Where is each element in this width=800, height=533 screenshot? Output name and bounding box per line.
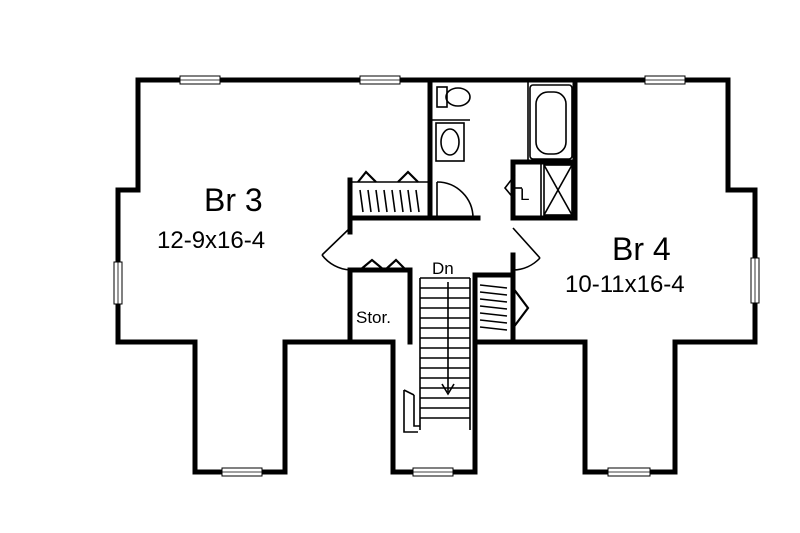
windows	[113, 75, 760, 477]
bath-door-swing	[436, 181, 474, 219]
arrow-down-icon	[441, 282, 455, 396]
window-top-right	[644, 75, 686, 85]
window-right	[750, 257, 760, 304]
br3-closet	[357, 170, 420, 213]
window-bottom-mid	[412, 467, 454, 477]
interior-walls	[347, 77, 578, 345]
hall-closet	[479, 284, 530, 331]
window-top-mid	[359, 75, 401, 85]
bifold-door-icon	[357, 170, 419, 183]
window-top-left	[179, 75, 221, 85]
toilet-icon	[436, 86, 471, 108]
br3-door	[321, 227, 351, 271]
closet-hangers-icon	[359, 189, 420, 213]
laundry: L	[503, 164, 573, 216]
sink-icon	[435, 122, 465, 162]
br4-size: 10-11x16-4	[565, 271, 685, 298]
stairs-label: Dn	[432, 259, 454, 278]
storage-label: Stor.	[356, 308, 391, 327]
window-left	[113, 261, 123, 305]
bifold-door-icon	[512, 287, 530, 329]
bathroom	[435, 84, 573, 219]
closet-hangers-icon	[479, 284, 508, 331]
laundry-label: L	[520, 185, 529, 204]
br4-door	[512, 227, 541, 271]
window-bottom-right	[607, 467, 651, 477]
bathtub-icon	[529, 84, 573, 160]
linen-shelf-icon	[543, 164, 573, 216]
br4-name: Br 4	[612, 231, 671, 267]
window-bottom-left	[221, 467, 263, 477]
br3-size: 12-9x16-4	[157, 227, 265, 254]
br3-name: Br 3	[204, 182, 263, 218]
staircase: Dn	[403, 259, 471, 433]
bifold-door-icon	[359, 258, 407, 271]
storage: Stor.	[356, 258, 407, 327]
